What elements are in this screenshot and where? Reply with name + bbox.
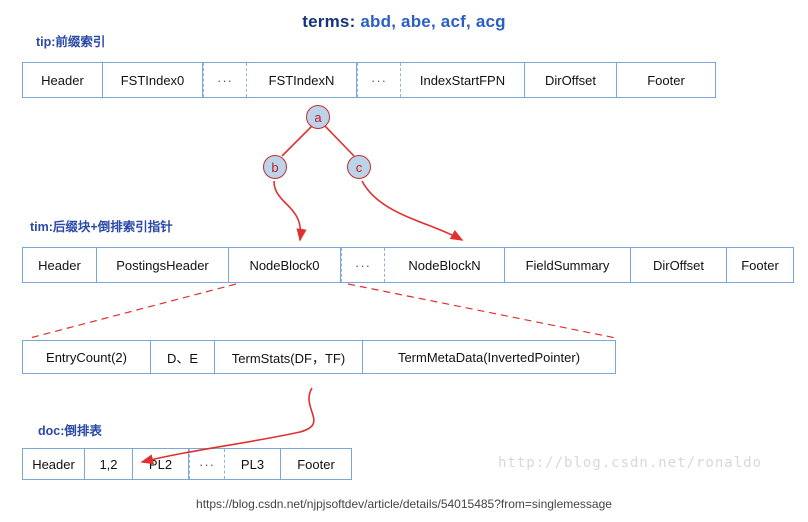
cell-header[interactable]: Header — [23, 449, 85, 479]
cell-pl2[interactable]: PL2 — [133, 449, 189, 479]
cell-footer[interactable]: Footer — [647, 72, 685, 88]
page-title: terms: abd, abe, acf, acg — [0, 12, 808, 32]
caption-tim: tim:后缀块+倒排索引指针 — [30, 220, 173, 234]
cell-entrycount[interactable]: EntryCount(2) — [23, 341, 151, 373]
cell-nodeblockn[interactable]: NodeBlockN — [385, 248, 505, 282]
cell-pl3[interactable]: PL3 — [225, 449, 281, 479]
tim-file-row: Header PostingsHeader NodeBlock0 ··· Nod… — [22, 247, 794, 283]
cell-postingsheader[interactable]: PostingsHeader — [97, 248, 229, 282]
cell-ellipsis-1: ··· — [189, 449, 225, 479]
tree-edge-a-c — [324, 125, 355, 157]
nodeblock-detail-row: EntryCount(2) D、E TermStats(DF，TF) TermM… — [22, 340, 616, 374]
cell-footer[interactable]: Footer — [297, 456, 335, 472]
expand-line-right — [347, 283, 617, 339]
cell-ellipsis-1: ··· — [341, 248, 385, 282]
tree-edge-a-b — [281, 125, 313, 157]
cell-header[interactable]: Header — [23, 63, 103, 97]
cell-diroffset[interactable]: DirOffset — [525, 63, 617, 97]
watermark-text: http://blog.csdn.net/ronaldo — [498, 455, 763, 471]
cell-fstindex0[interactable]: FSTIndex0 — [103, 63, 203, 97]
cell-docids[interactable]: 1,2 — [85, 449, 133, 479]
cell-footer[interactable]: Footer — [741, 257, 779, 273]
doc-file-row: Header 1,2 PL2 ··· PL3 Footer — [22, 448, 352, 480]
tree-node-c-label: c — [355, 159, 363, 175]
cell-fieldsummary[interactable]: FieldSummary — [505, 248, 631, 282]
tree-node-a-label: a — [314, 109, 322, 125]
expand-line-left — [29, 283, 237, 339]
cell-fstindexn[interactable]: FSTIndexN — [247, 63, 357, 97]
title-key: terms: — [302, 12, 356, 31]
arrow-c-to-nodeblockn — [361, 180, 464, 241]
cell-diroffset[interactable]: DirOffset — [631, 248, 727, 282]
cell-nodeblock0[interactable]: NodeBlock0 — [229, 248, 341, 282]
cell-header[interactable]: Header — [23, 248, 97, 282]
tree-node-b[interactable]: b — [263, 155, 287, 179]
tip-file-row: Header FSTIndex0 ··· FSTIndexN ··· Index… — [22, 62, 716, 98]
cell-indexstartfpn[interactable]: IndexStartFPN — [401, 63, 525, 97]
title-value: abd, abe, acf, acg — [360, 12, 506, 31]
cell-termmetadata[interactable]: TermMetaData(InvertedPointer) — [397, 349, 581, 365]
caption-tip: tip:前缀索引 — [36, 35, 106, 49]
caption-doc: doc:倒排表 — [38, 424, 102, 438]
arrow-b-to-nodeblock0 — [273, 180, 307, 242]
tree-node-a[interactable]: a — [306, 105, 330, 129]
cell-termstats[interactable]: TermStats(DF，TF) — [215, 341, 363, 373]
cell-ellipsis-1: ··· — [203, 63, 247, 97]
source-url: https://blog.csdn.net/njpjsoftdev/articl… — [196, 497, 612, 511]
tree-node-c[interactable]: c — [347, 155, 371, 179]
tree-node-b-label: b — [271, 159, 279, 175]
cell-terms-de[interactable]: D、E — [151, 341, 215, 373]
cell-ellipsis-2: ··· — [357, 63, 401, 97]
